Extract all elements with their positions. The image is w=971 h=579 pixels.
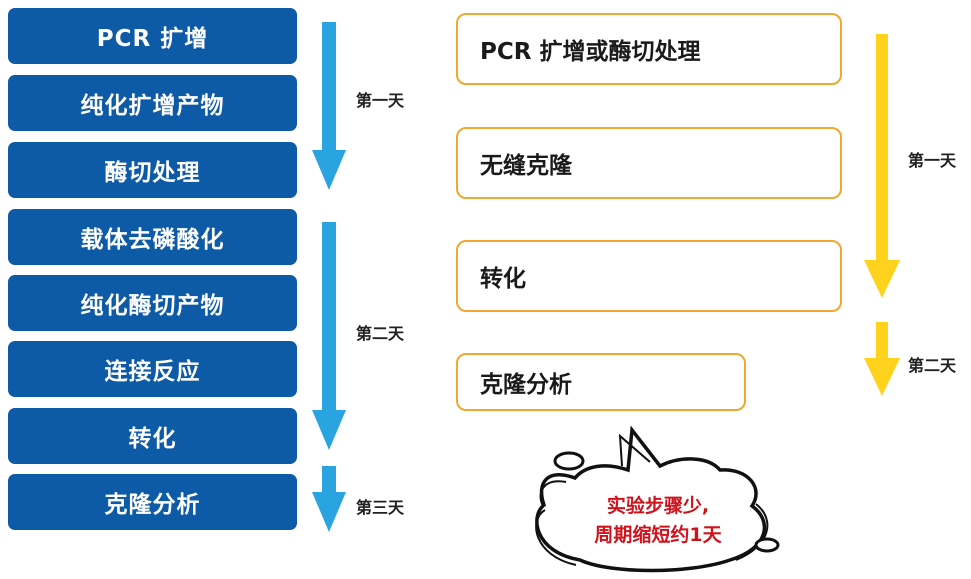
traditional-step-ligation: 连接反应 <box>8 341 297 397</box>
traditional-step-transformation: 转化 <box>8 408 297 464</box>
new-step-transformation-label: 转化 <box>480 266 526 292</box>
traditional-step-digest: 酶切处理 <box>8 142 297 198</box>
arrow-day1-traditional <box>312 22 346 190</box>
arrow-day2-traditional <box>312 222 346 450</box>
new-step-clone-analysis-label: 克隆分析 <box>480 372 572 398</box>
arrow-day1-new <box>864 34 900 298</box>
bubble-line-1: 实验步骤少, <box>606 495 710 517</box>
arrow-day2-new <box>864 322 900 396</box>
new-step-seamless-cloning: 无缝克隆 <box>456 127 842 199</box>
bubble-text: 实验步骤少, 周期缩短约1天 <box>560 492 756 550</box>
traditional-step-clone-analysis: 克隆分析 <box>8 474 297 530</box>
new-step-pcr-or-digest-label: PCR 扩增或酶切处理 <box>480 39 701 65</box>
new-day-label-2: 第二天 <box>908 356 957 375</box>
speech-bubble <box>535 425 780 573</box>
traditional-step-purify-pcr: 纯化扩增产物 <box>8 75 297 131</box>
traditional-day-label-2: 第二天 <box>356 324 405 343</box>
new-step-clone-analysis: 克隆分析 <box>456 353 746 411</box>
new-step-pcr-or-digest: PCR 扩增或酶切处理 <box>456 13 842 85</box>
traditional-step-dephosphorylation: 载体去磷酸化 <box>8 209 297 265</box>
traditional-day-label-3: 第三天 <box>356 498 405 517</box>
new-step-transformation: 转化 <box>456 240 842 312</box>
new-day-label-1: 第一天 <box>908 151 957 170</box>
traditional-day-label-1: 第一天 <box>356 91 405 110</box>
traditional-step-purify-digest: 纯化酶切产物 <box>8 275 297 331</box>
arrow-day3-traditional <box>312 466 346 532</box>
bubble-line-2: 周期缩短约1天 <box>594 524 722 546</box>
traditional-step-pcr: PCR 扩增 <box>8 8 297 64</box>
new-step-seamless-cloning-label: 无缝克隆 <box>480 153 572 179</box>
